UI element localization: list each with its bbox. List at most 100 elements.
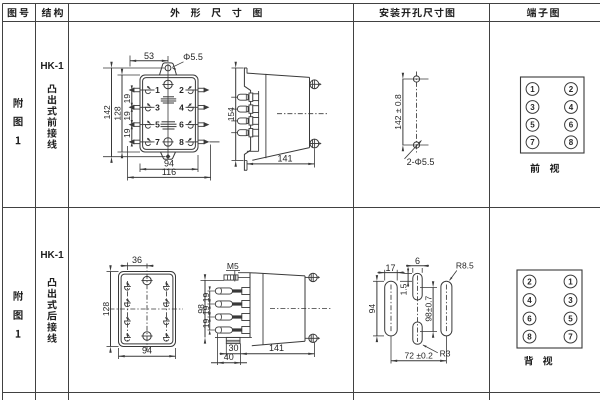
terminal-circle xyxy=(564,100,578,114)
row1-figure-no xyxy=(13,97,23,145)
arrowhead xyxy=(431,281,435,288)
dim-label-94: 94 xyxy=(164,159,174,169)
char-后 xyxy=(47,311,57,321)
terminal-circle xyxy=(525,82,540,96)
terminal-circle xyxy=(522,311,537,326)
bottom-mounting-ear xyxy=(160,151,176,160)
char-前 xyxy=(530,163,540,173)
arrowhead xyxy=(130,141,133,147)
row2-view-label xyxy=(524,356,553,366)
pin-tip xyxy=(204,87,210,93)
terminal-circle-number: 8 xyxy=(527,333,532,342)
terminal-circle xyxy=(522,329,537,344)
contact-symbol xyxy=(145,107,151,112)
terminal-screw xyxy=(236,129,250,137)
arrowhead xyxy=(397,271,404,274)
dim-label-19: 19 xyxy=(201,293,211,303)
char-出 xyxy=(47,288,57,299)
char-形 xyxy=(190,7,201,18)
terminal-circle xyxy=(563,293,578,307)
contact-symbol xyxy=(165,333,169,337)
contact-symbol xyxy=(145,141,151,146)
contact-symbol xyxy=(188,103,192,107)
thumb-screw-tip xyxy=(317,336,321,340)
terminal-circle-number: 6 xyxy=(569,121,574,130)
dim-label-128: 128 xyxy=(112,106,122,120)
dim-label-m5: M5 xyxy=(227,261,239,271)
terminal-circle-number: 1 xyxy=(530,85,535,94)
contact-symbol xyxy=(147,120,151,124)
dim-label-128: 128 xyxy=(101,302,111,316)
terminal-screw xyxy=(236,93,250,101)
arrowhead xyxy=(375,275,379,282)
char-开 xyxy=(401,8,411,18)
arrowhead xyxy=(140,168,147,171)
row2-figure-no xyxy=(13,290,23,338)
terminal-circle xyxy=(563,274,578,289)
arrowhead xyxy=(120,152,124,159)
header-structure xyxy=(41,7,63,18)
terminal-circle-number: 8 xyxy=(569,138,574,147)
contact-symbol xyxy=(126,299,130,303)
char-孔 xyxy=(412,8,422,18)
dim-label-19: 19 xyxy=(201,319,211,329)
arrowhead xyxy=(203,274,207,281)
screw-cap-curve xyxy=(220,287,222,295)
terminal-number: 2 xyxy=(179,85,184,95)
terminal-circle-number: 2 xyxy=(527,277,532,286)
arrowhead xyxy=(120,68,124,75)
terminal-circle-number: 2 xyxy=(569,85,574,94)
terminal-number: 5 xyxy=(155,120,160,130)
dim-label-holes: 2-Φ5.5 xyxy=(407,157,435,167)
dim-label-19: 19 xyxy=(122,111,132,121)
terminal-circle xyxy=(564,117,578,132)
row1-structure-cell: HK-1 凸出式前接线 xyxy=(40,61,64,149)
terminal-boss xyxy=(252,93,260,102)
terminal-circle xyxy=(522,293,537,307)
char-附 xyxy=(13,97,23,108)
table-grid xyxy=(2,3,600,400)
dim-label-36: 36 xyxy=(132,255,142,265)
screw-cap-curve xyxy=(220,326,222,334)
contact-symbol xyxy=(145,90,151,95)
pin-tip xyxy=(204,104,210,110)
terminal-number: 8 xyxy=(179,137,184,147)
arrowhead xyxy=(407,281,410,286)
arrowhead xyxy=(391,359,398,362)
contact-symbol xyxy=(163,286,170,291)
row1-view-label xyxy=(530,163,560,173)
char-视 xyxy=(549,163,560,173)
char-式 xyxy=(47,299,57,310)
arrowhead xyxy=(171,67,177,71)
terminal-circle xyxy=(525,117,540,132)
arrowhead xyxy=(130,107,133,112)
terminal-number: 6 xyxy=(179,120,184,130)
terminal-shaft xyxy=(232,315,243,319)
dim-label-17: 17 xyxy=(385,263,395,273)
char-图 xyxy=(13,116,23,127)
arrowhead xyxy=(191,168,198,171)
char-图 xyxy=(550,8,559,18)
char-线 xyxy=(47,333,57,343)
contact-symbol xyxy=(163,337,170,342)
row2-side-view: M5 98 19 19 19 30 141 40 xyxy=(196,261,332,365)
contact-symbol xyxy=(187,124,194,129)
terminal-screw xyxy=(214,326,233,334)
leader-line xyxy=(172,61,184,68)
char-尺 xyxy=(423,8,433,18)
arrowhead xyxy=(118,355,125,358)
char-接 xyxy=(47,322,57,332)
thumb-screw-tip xyxy=(317,276,321,279)
arrowhead xyxy=(308,162,315,166)
arrowhead xyxy=(203,337,207,344)
arrowhead xyxy=(208,312,211,317)
arrowhead xyxy=(246,162,254,166)
char-装 xyxy=(390,7,400,18)
char-接 xyxy=(47,128,57,138)
header-figure-no xyxy=(7,8,29,18)
arrowhead xyxy=(449,276,453,281)
terminal-screw xyxy=(236,117,250,125)
terminal-shaft xyxy=(232,302,243,306)
char-构 xyxy=(53,7,63,18)
